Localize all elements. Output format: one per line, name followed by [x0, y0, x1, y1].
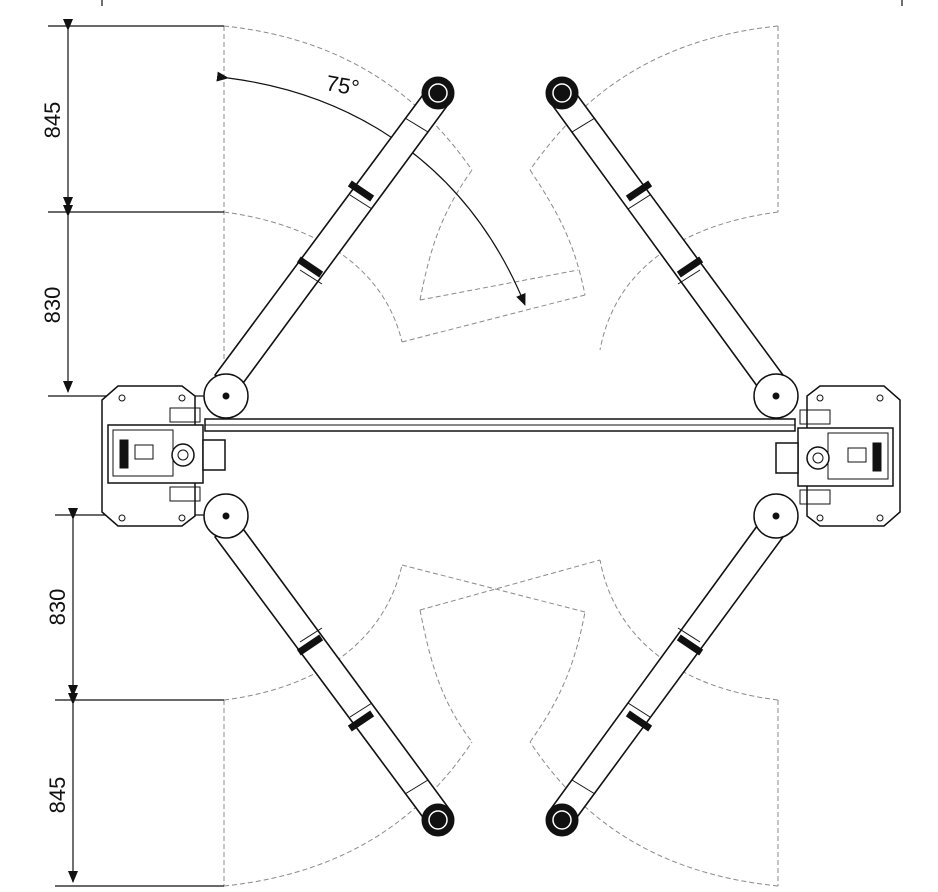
arm-body	[548, 86, 785, 392]
swing-br-inner-arc	[599, 559, 779, 701]
valve-block	[847, 447, 867, 463]
pulley-hub	[812, 452, 824, 464]
left-column	[101, 373, 249, 539]
arm-joint	[627, 194, 651, 210]
arm-joint	[571, 117, 596, 133]
arm-clamp	[676, 634, 704, 656]
arm-clamp	[625, 180, 653, 202]
swing-bl-inner-arc	[223, 564, 403, 701]
lift-pad	[421, 803, 455, 837]
carriage-block	[775, 442, 799, 474]
swing-tr-outer-arc	[529, 25, 779, 171]
valve-block	[134, 444, 154, 460]
arm-joint	[404, 117, 429, 133]
arm-clamp	[347, 710, 375, 732]
swing-zones	[223, 25, 779, 887]
upper-bracket	[169, 407, 201, 423]
pivot-pin	[772, 512, 780, 520]
anchor-bolt	[876, 394, 884, 402]
swing-tl-sweep	[419, 169, 473, 301]
arm-body	[213, 86, 452, 392]
lift-pad-ring	[552, 810, 572, 830]
anchor-bolt	[816, 394, 824, 402]
lift-pad-ring	[552, 83, 572, 103]
pivot-pin	[772, 392, 780, 400]
anchor-bolt	[118, 514, 126, 522]
arm-body	[548, 520, 785, 826]
lift-pad	[545, 803, 579, 837]
cylinder	[119, 439, 129, 469]
swing-bl-sweep	[419, 609, 473, 743]
lift-arm-top-left	[213, 76, 455, 392]
lift-arm-bottom-right	[545, 520, 785, 837]
pulley-hub	[177, 449, 189, 461]
anchor-bolt	[178, 514, 186, 522]
arm-clamp	[296, 256, 324, 278]
arm-clamp	[676, 256, 704, 278]
lift-pad-ring	[428, 810, 448, 830]
arm-joint	[404, 779, 429, 795]
overhead-crossbar	[204, 418, 796, 432]
arm-joint	[677, 269, 701, 285]
swing-tr-inner-arc	[599, 211, 779, 351]
angle-label: 75°	[324, 70, 361, 100]
anchor-bolt	[816, 514, 824, 522]
pulley	[806, 446, 830, 470]
arm-body	[213, 520, 452, 826]
anchor-bolt	[118, 394, 126, 402]
lower-bracket	[799, 489, 831, 505]
arm-clamp	[296, 634, 324, 656]
arm-joint	[349, 702, 373, 718]
dimension-label-845-bottom: 845	[45, 777, 70, 814]
anchor-bolt	[178, 394, 186, 402]
swing-tl-cross-line	[419, 269, 579, 301]
lower-bracket	[169, 486, 201, 502]
swing-bl-outer-arc	[223, 741, 473, 887]
cylinder	[872, 442, 882, 472]
pulley	[171, 443, 195, 467]
arm-clamp	[347, 180, 375, 202]
arm-joint	[299, 627, 323, 643]
arm-joint	[677, 627, 701, 643]
carriage-block	[202, 439, 226, 471]
dimension-label-845-top: 845	[40, 102, 65, 139]
right-column	[753, 373, 901, 539]
anchor-bolt	[876, 514, 884, 522]
swing-br-outer-arc	[529, 741, 779, 887]
pivot-pin	[222, 392, 230, 400]
arm-joint	[299, 269, 323, 285]
lift-pad	[421, 76, 455, 110]
lift-arm-bottom-left	[213, 520, 455, 837]
swing-bl-top-line	[401, 564, 586, 613]
arm-clamp	[625, 710, 653, 732]
dimension-label-830-bottom: 830	[45, 589, 70, 626]
arm-joint	[349, 194, 373, 210]
lift-arm-top-right	[545, 76, 785, 392]
swing-br-cross-line	[419, 559, 601, 611]
lift-pad-ring	[428, 83, 448, 103]
arm-joint	[627, 702, 651, 718]
swing-tr-sweep	[529, 169, 586, 296]
arm-joint	[571, 779, 596, 795]
dimension-label-830-top: 830	[40, 287, 65, 324]
pivot-pin	[222, 512, 230, 520]
swing-br-sweep	[529, 611, 586, 743]
upper-bracket	[799, 409, 831, 425]
swing-tl-bottom-line	[401, 294, 586, 343]
lift-pad	[545, 76, 579, 110]
